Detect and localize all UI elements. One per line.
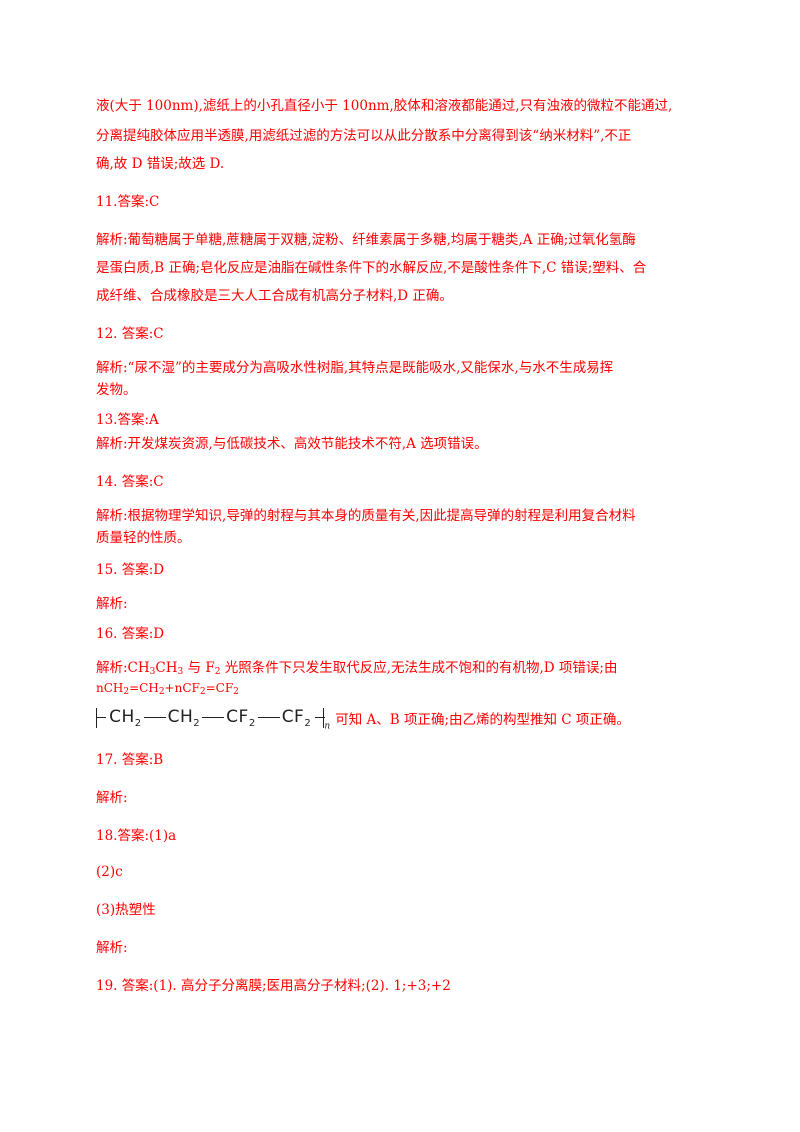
answer-18-part3: (3)热塑性 [96,902,156,918]
bracket-right [314,708,325,728]
answer-16: 16. 答案:D [96,626,165,642]
explanation-tail: 可知 A、B 项正确;由乙烯的构型推知 C 项正确。 [335,712,630,728]
explanation-line: 解析:葡萄糖属于单糖,蔗糖属于双糖,淀粉、纤维素属于多糖,均属于糖类,A 正确;… [96,232,636,248]
answer-12: 12. 答案:C [96,326,164,342]
answer-15: 15. 答案:D [96,562,165,578]
explanation-line: 解析:开发煤炭资源,与低碳技术、高效节能技术不符,A 选项错误。 [96,436,488,452]
explanation-line: 解析:根据物理学知识,导弹的射程与其本身的质量有关,因此提高导弹的射程是利用复合… [96,508,636,524]
explanation-line: 发物。 [96,382,137,398]
explanation-line: 解析: [96,790,128,806]
reaction-line: nCH2=CH2+nCF2=CF2 [96,681,239,697]
answer-11: 11.答案:C [96,194,160,210]
answer-18: 18.答案:(1)a [96,828,177,844]
explanation-line: 解析:CH3CH3 与 F2 光照条件下只发生取代反应,无法生成不饱和的有机物,… [96,660,618,677]
bracket-left [95,708,106,728]
explanation-line: 质量轻的性质。 [96,530,191,546]
text-line: 分离提纯胶体应用半透膜,用滤纸过滤的方法可以从此分散系中分离得到该“纳米材料”,… [96,128,632,144]
answer-13: 13.答案:A [96,412,159,428]
text-line: 确,故 D 错误;故选 D. [96,156,225,172]
explanation-line: 解析:“尿不湿”的主要成分为高吸水性树脂,其特点是既能吸水,又能保水,与水不生成… [96,360,614,376]
answer-19: 19. 答案:(1). 高分子分离膜;医用高分子材料;(2). 1;+3;+2 [96,978,451,994]
answer-18-part2: (2)c [96,864,123,880]
explanation-line: 成纤维、合成橡胶是三大人工合成有机高分子材料,D 正确。 [96,288,453,304]
explanation-line: 解析: [96,596,128,612]
answer-17: 17. 答案:B [96,752,164,768]
explanation-line: 解析: [96,940,128,956]
explanation-line: 是蛋白质,B 正确;皂化反应是油脂在碱性条件下的水解反应,不是酸性条件下,C 错… [96,260,647,276]
answer-14: 14. 答案:C [96,474,164,490]
text-line: 液(大于 100nm),滤纸上的小孔直径小于 100nm,胶体和溶液都能通过,只… [96,98,673,114]
